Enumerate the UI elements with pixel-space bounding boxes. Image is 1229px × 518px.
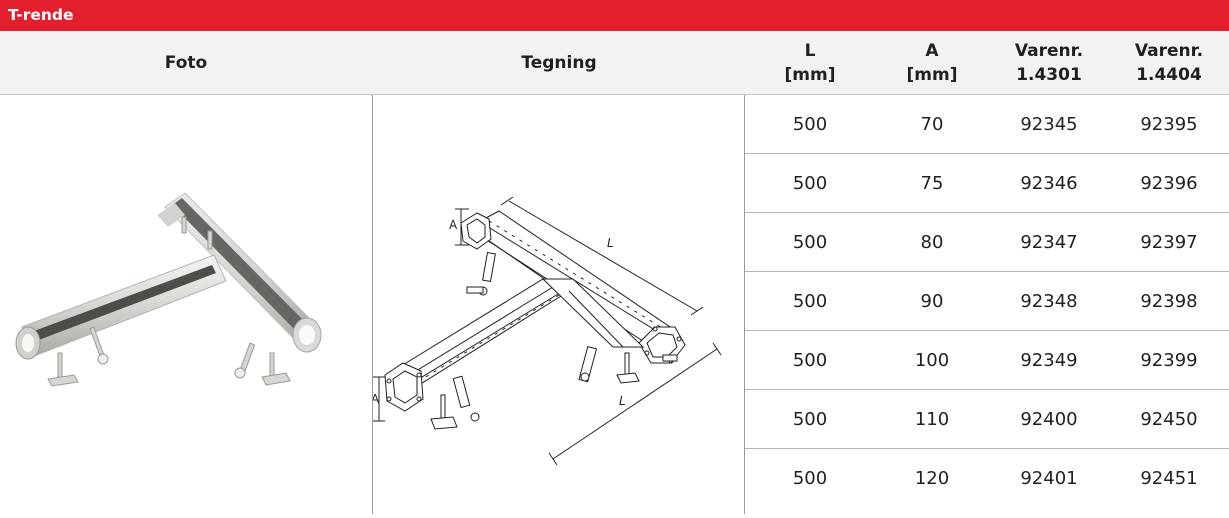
cell-varenr-14404: 92395 bbox=[1140, 113, 1198, 135]
table-row: 500 120 92401 92451 bbox=[745, 449, 1229, 507]
cell-a: 80 bbox=[920, 231, 944, 253]
cell-varenr-14301: 92349 bbox=[1020, 349, 1078, 371]
cell-varenr-14301: 92348 bbox=[1020, 290, 1078, 312]
cell-length: 500 bbox=[792, 467, 828, 489]
header-varenr-14404: Varenr. 1.4404 bbox=[1109, 31, 1229, 94]
header-photo-label: Foto bbox=[164, 52, 208, 73]
row-divider bbox=[745, 153, 1229, 154]
cell-length: 500 bbox=[792, 290, 828, 312]
divider-photo-drawing bbox=[372, 95, 373, 514]
row-divider bbox=[745, 448, 1229, 449]
header-length-line2: [mm] bbox=[784, 64, 836, 85]
table-title-bar: T-rende bbox=[0, 0, 1229, 31]
drawing-branch-tube bbox=[384, 278, 645, 412]
table-title: T-rende bbox=[8, 6, 74, 24]
header-varenr2-line2: 1.4404 bbox=[1136, 64, 1202, 85]
cell-a: 110 bbox=[914, 408, 950, 430]
cell-varenr-14404: 92451 bbox=[1140, 467, 1198, 489]
cell-length: 500 bbox=[792, 408, 828, 430]
table-row: 500 80 92347 92397 bbox=[745, 213, 1229, 271]
header-a-line1: A bbox=[925, 40, 939, 61]
cell-length: 500 bbox=[792, 172, 828, 194]
cell-a: 120 bbox=[914, 467, 950, 489]
cell-varenr-14301: 92346 bbox=[1020, 172, 1078, 194]
cell-varenr-14404: 92397 bbox=[1140, 231, 1198, 253]
row-divider bbox=[745, 389, 1229, 390]
cell-varenr-14301: 92400 bbox=[1020, 408, 1078, 430]
header-drawing: Tegning bbox=[373, 31, 745, 94]
row-divider bbox=[745, 330, 1229, 331]
drawing-label-l-top: L bbox=[607, 236, 614, 250]
cell-varenr-14301: 92345 bbox=[1020, 113, 1078, 135]
row-divider bbox=[745, 271, 1229, 272]
table-row: 500 110 92400 92450 bbox=[745, 390, 1229, 448]
drawing-label-a-top: A bbox=[449, 218, 458, 232]
table-row: 500 70 92345 92395 bbox=[745, 95, 1229, 153]
header-photo: Foto bbox=[0, 31, 372, 94]
drawing-dimensions bbox=[373, 196, 722, 466]
drawing-brackets bbox=[430, 251, 678, 430]
table-header: Foto Tegning L [mm] A [mm] Varenr. 1.430… bbox=[0, 31, 1229, 95]
cell-length: 500 bbox=[792, 349, 828, 371]
cell-a: 100 bbox=[914, 349, 950, 371]
cell-varenr-14301: 92401 bbox=[1020, 467, 1078, 489]
table-row: 500 90 92348 92398 bbox=[745, 272, 1229, 330]
cell-a: 90 bbox=[920, 290, 944, 312]
table-row: 500 100 92349 92399 bbox=[745, 331, 1229, 389]
header-varenr2-line1: Varenr. bbox=[1134, 40, 1204, 61]
cell-a: 75 bbox=[920, 172, 944, 194]
header-drawing-label: Tegning bbox=[521, 52, 597, 73]
header-a: A [mm] bbox=[875, 31, 989, 94]
cell-varenr-14404: 92398 bbox=[1140, 290, 1198, 312]
technical-drawing: A L A L bbox=[371, 95, 745, 514]
cell-varenr-14301: 92347 bbox=[1020, 231, 1078, 253]
cell-a: 70 bbox=[920, 113, 944, 135]
table-row: 500 75 92346 92396 bbox=[745, 154, 1229, 212]
divider-drawing-data bbox=[744, 95, 745, 514]
cell-length: 500 bbox=[792, 231, 828, 253]
header-length: L [mm] bbox=[745, 31, 875, 94]
cell-varenr-14404: 92399 bbox=[1140, 349, 1198, 371]
header-varenr-14301: Varenr. 1.4301 bbox=[989, 31, 1109, 94]
header-length-line1: L bbox=[804, 40, 816, 61]
product-photo bbox=[0, 95, 372, 514]
header-varenr1-line1: Varenr. bbox=[1014, 40, 1084, 61]
header-a-line2: [mm] bbox=[906, 64, 958, 85]
header-varenr1-line2: 1.4301 bbox=[1016, 64, 1082, 85]
drawing-label-a-bottom: A bbox=[373, 392, 380, 406]
row-divider bbox=[745, 212, 1229, 213]
drawing-label-l-bottom: L bbox=[619, 394, 626, 408]
cell-varenr-14404: 92450 bbox=[1140, 408, 1198, 430]
cell-varenr-14404: 92396 bbox=[1140, 172, 1198, 194]
cell-length: 500 bbox=[792, 113, 828, 135]
